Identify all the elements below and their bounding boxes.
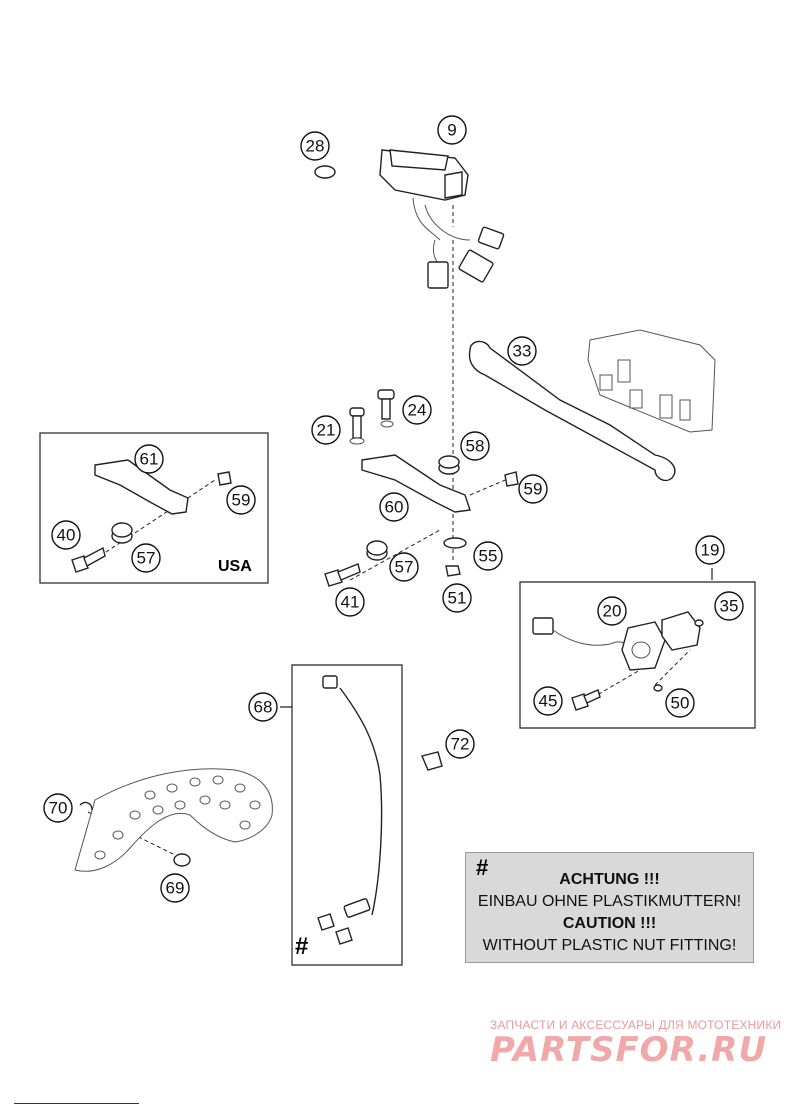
screw-59-usa-drawing (217, 471, 232, 486)
cable-kit-box (280, 664, 403, 966)
callout-68: 68 (248, 692, 278, 722)
grommet-58-drawing (438, 455, 460, 475)
svg-text:57: 57 (137, 549, 156, 568)
svg-text:45: 45 (539, 692, 558, 711)
display-unit-drawing (379, 149, 505, 289)
svg-text:57: 57 (395, 558, 414, 577)
svg-text:61: 61 (140, 450, 159, 469)
usa-variant-box (39, 432, 269, 584)
svg-text:35: 35 (720, 597, 739, 616)
callout-59-usa: 59 (226, 485, 256, 515)
callout-69: 69 (160, 873, 190, 903)
callout-9: 9 (437, 115, 467, 145)
callout-33: 33 (507, 336, 537, 366)
callout-55: 55 (473, 541, 503, 571)
svg-text:69: 69 (166, 879, 185, 898)
usa-label: USA (218, 558, 252, 575)
bracket-33-drawing (468, 329, 716, 482)
callout-19: 19 (695, 535, 725, 565)
note-line-2: EINBAU OHNE PLASTIKMUTTERN! (477, 893, 742, 910)
svg-text:9: 9 (447, 121, 456, 140)
note-line-1: ACHTUNG !!! (559, 871, 660, 888)
callout-20: 20 (597, 596, 627, 626)
callout-50: 50 (665, 688, 695, 718)
svg-text:72: 72 (451, 735, 470, 754)
grommet-57-drawing (366, 540, 388, 561)
washer-55-drawing (443, 537, 467, 549)
callout-28: 28 (300, 131, 330, 161)
callout-41: 41 (335, 587, 365, 617)
hash-mark: # (295, 933, 309, 960)
callout-58: 58 (460, 431, 490, 461)
svg-text:28: 28 (306, 137, 325, 156)
svg-text:68: 68 (254, 698, 273, 717)
svg-text:33: 33 (513, 342, 532, 361)
svg-text:51: 51 (448, 589, 467, 608)
callout-24: 24 (402, 395, 432, 425)
sensor-kit-drawing (532, 611, 704, 711)
svg-text:59: 59 (524, 480, 543, 499)
callout-45: 45 (533, 686, 563, 716)
svg-text:19: 19 (701, 541, 720, 560)
callout-57-usa: 57 (131, 543, 161, 573)
svg-text:41: 41 (341, 593, 360, 612)
brake-disc-drawing (74, 768, 273, 872)
svg-text:21: 21 (317, 421, 336, 440)
caution-note: # ACHTUNG !!! EINBAU OHNE PLASTIKMUTTERN… (465, 852, 754, 963)
watermark-logo: PARTSFOR.RU (490, 1030, 768, 1070)
svg-text:24: 24 (408, 401, 427, 420)
callout-70: 70 (43, 793, 73, 823)
bracket-60-drawing (361, 454, 471, 513)
callout-21: 21 (311, 415, 341, 445)
footer-rule (14, 1103, 139, 1104)
bracket-61-drawing (94, 459, 189, 515)
callout-35: 35 (714, 591, 744, 621)
callout-72: 72 (445, 729, 475, 759)
note-line-3: CAUTION !!! (562, 915, 657, 932)
bolt-41-drawing (324, 563, 361, 587)
svg-text:60: 60 (385, 498, 404, 517)
sensor-kit-box (519, 568, 756, 729)
bolt-24-drawing (377, 389, 395, 428)
speedo-cable-drawing (317, 675, 383, 945)
note-line-4: WITHOUT PLASTIC NUT FITTING! (482, 937, 737, 954)
svg-text:55: 55 (479, 547, 498, 566)
bolt-21-drawing (349, 407, 365, 445)
callout-60: 60 (379, 492, 409, 522)
callout-61: 61 (134, 444, 164, 474)
svg-text:40: 40 (57, 526, 76, 545)
callout-51: 51 (442, 583, 472, 613)
svg-text:59: 59 (232, 491, 251, 510)
screw-59-drawing (504, 471, 519, 487)
svg-text:58: 58 (466, 437, 485, 456)
bolt-40-drawing (71, 546, 106, 573)
cap-28-drawing (314, 165, 336, 179)
svg-text:20: 20 (603, 602, 622, 621)
svg-text:70: 70 (49, 799, 68, 818)
callout-59: 59 (518, 474, 548, 504)
svg-text:50: 50 (671, 694, 690, 713)
callout-57: 57 (389, 552, 419, 582)
note-hash: # (476, 855, 489, 880)
watermark-subtitle: ЗАПЧАСТИ И АКСЕССУАРЫ ДЛЯ МОТОТЕХНИКИ (490, 1018, 782, 1032)
clip-72-drawing (421, 751, 443, 771)
callout-40: 40 (51, 520, 81, 550)
grommet-57-usa-drawing (111, 522, 133, 544)
nut-51-drawing (445, 565, 461, 577)
